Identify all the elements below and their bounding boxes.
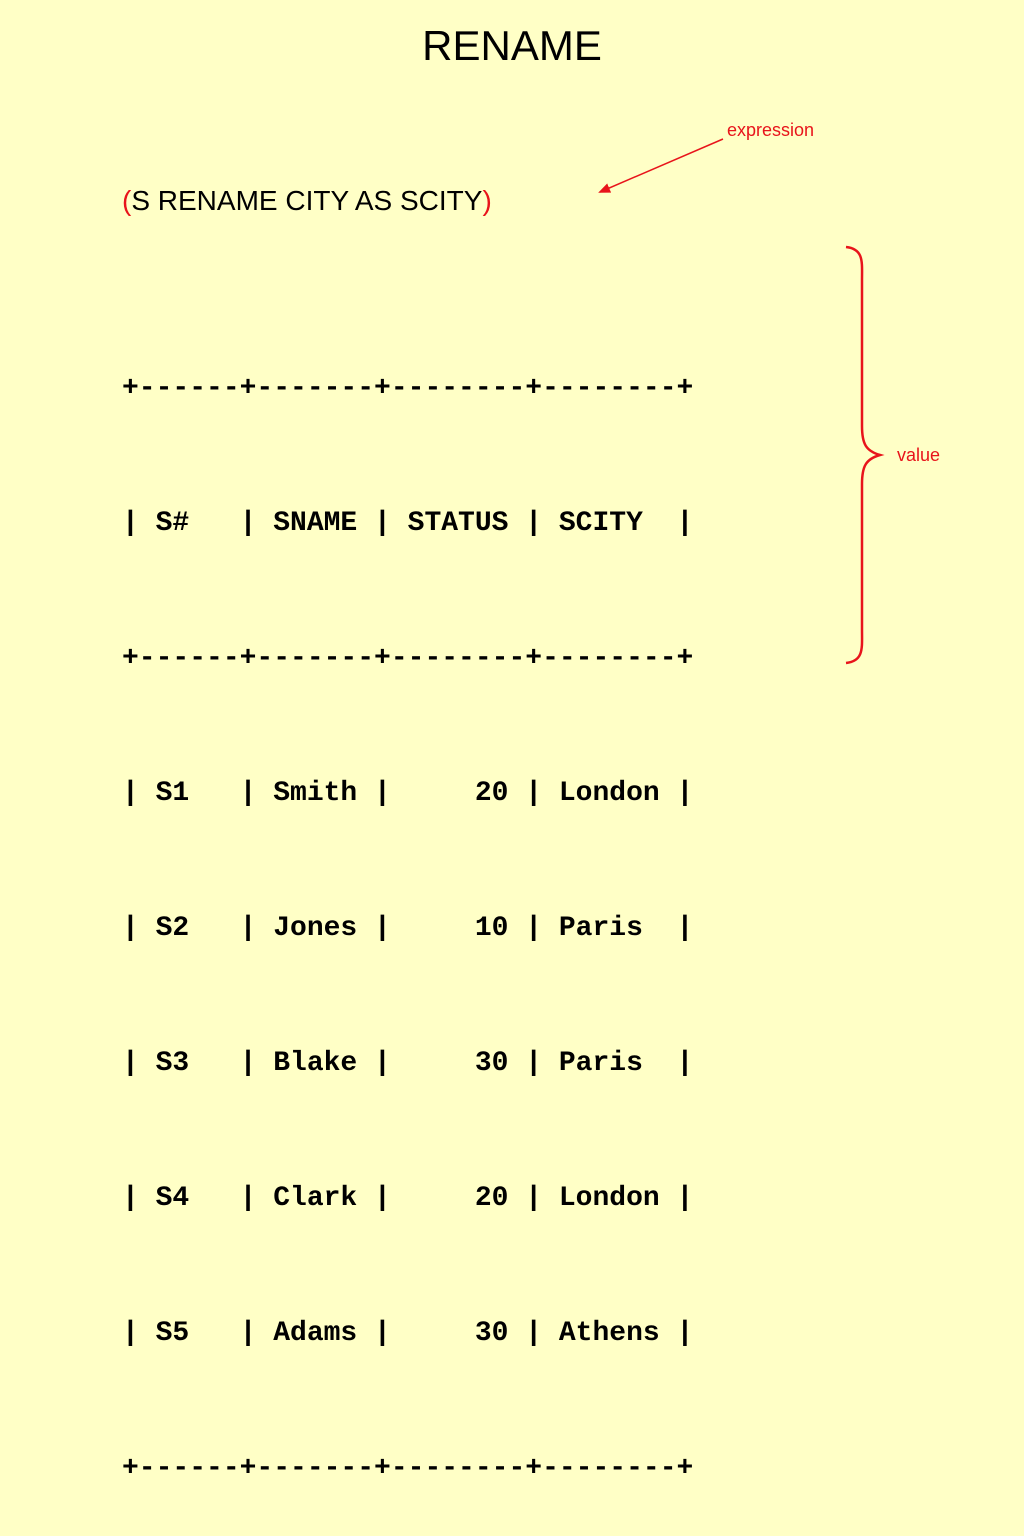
table-row: | S4 | Clark | 20 | London |: [122, 1183, 694, 1214]
rename-expression: (S RENAME CITY AS SCITY): [122, 185, 492, 217]
table-row: | S3 | Blake | 30 | Paris |: [122, 1048, 694, 1079]
table-row: | S5 | Adams | 30 | Athens |: [122, 1318, 694, 1349]
value-annotation-label: value: [897, 445, 941, 465]
table-border-top: +------+-------+--------+--------+: [122, 373, 694, 404]
relation-table: +------+-------+--------+--------+ | S# …: [122, 276, 693, 1536]
table-header-row: | S# | SNAME | STATUS | SCITY |: [122, 508, 694, 539]
table-border-bottom: +------+-------+--------+--------+: [122, 1453, 694, 1484]
expression-text: S RENAME CITY AS SCITY: [131, 185, 483, 216]
table-border-header: +------+-------+--------+--------+: [122, 643, 694, 674]
expression-annotation-label: expression: [727, 120, 815, 140]
value-brace: [845, 245, 885, 665]
table-row: | S2 | Jones | 10 | Paris |: [122, 913, 694, 944]
close-paren: ): [482, 185, 492, 216]
expression-arrow: [598, 138, 724, 193]
slide-title: RENAME: [422, 22, 602, 69]
open-paren: (: [122, 185, 132, 216]
table-row: | S1 | Smith | 20 | London |: [122, 778, 694, 809]
